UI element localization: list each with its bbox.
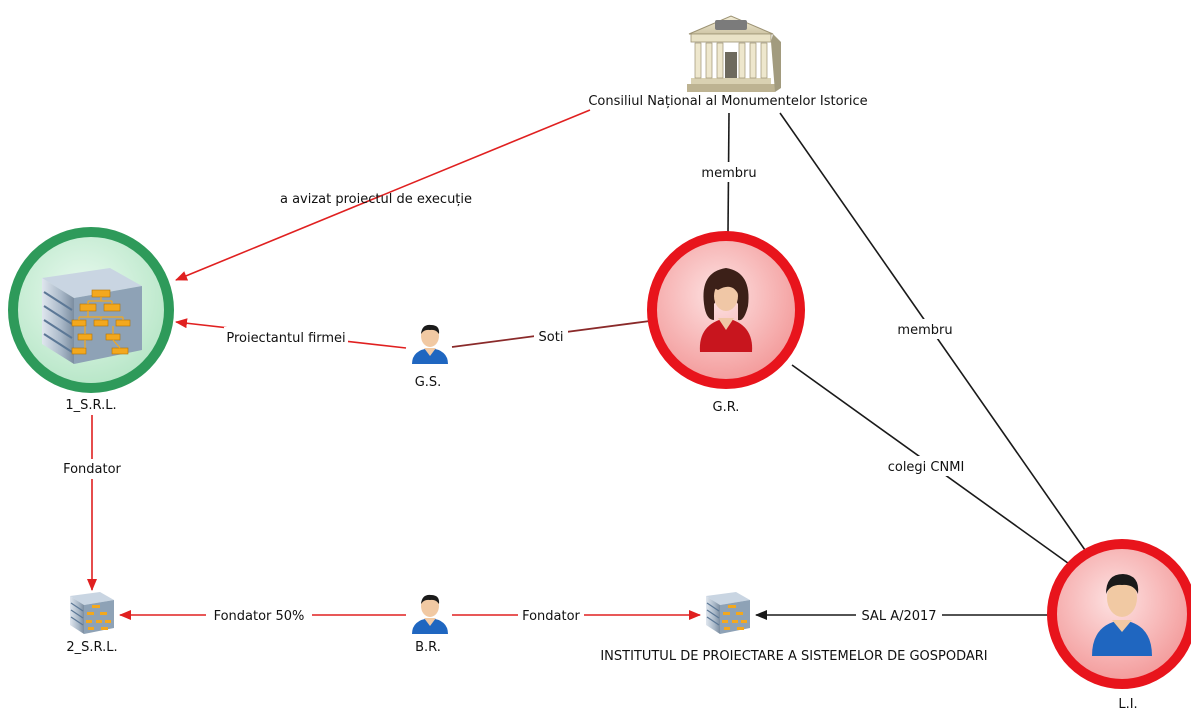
edge-label-membru-li: membru	[897, 323, 952, 338]
edge-label-fondator-1-2: Fondator	[63, 462, 121, 477]
node-label-firm2: 2_S.R.L.	[66, 640, 117, 655]
node-gr[interactable]: G.R.	[647, 231, 805, 415]
node-br[interactable]: B.R.	[412, 594, 448, 655]
edge-label-sal: SAL A/2017	[861, 609, 936, 624]
node-cnmi[interactable]: Consiliul Național al Monumentelor Istor…	[588, 15, 868, 109]
node-gs[interactable]: G.S.	[412, 324, 448, 390]
node-label-institute: INSTITUTUL DE PROIECTARE A SISTEMELOR DE…	[600, 649, 987, 664]
edge-label-fondator-br: Fondator	[522, 609, 580, 624]
edge-avizat	[175, 109, 591, 281]
edges	[87, 109, 1086, 620]
node-label-li: L.I.	[1118, 697, 1137, 712]
node-firm1[interactable]: 1_S.R.L.	[8, 227, 174, 413]
node-label-cnmi: Consiliul Național al Monumentelor Istor…	[588, 94, 867, 109]
company-building-icon	[70, 592, 114, 634]
node-label-firm1: 1_S.R.L.	[65, 398, 116, 413]
node-label-gr: G.R.	[713, 400, 740, 415]
edge-label-membru-gr: membru	[701, 166, 756, 181]
person-male-icon	[412, 594, 448, 634]
person-female-icon	[699, 268, 753, 352]
person-male-icon	[1092, 574, 1152, 656]
edge-label-soti: Soti	[539, 330, 564, 345]
person-male-icon	[412, 324, 448, 364]
company-building-icon	[42, 268, 142, 364]
edge-label-fondator50: Fondator 50%	[214, 609, 305, 624]
edge-labels: a avizat proiectul de execuție membru me…	[58, 162, 966, 625]
node-label-br: B.R.	[415, 640, 441, 655]
edge-label-avizat: a avizat proiectul de execuție	[280, 192, 472, 207]
node-institute[interactable]: INSTITUTUL DE PROIECTARE A SISTEMELOR DE…	[600, 592, 988, 664]
node-label-gs: G.S.	[415, 375, 442, 390]
edge-label-colegi: colegi CNMI	[888, 460, 965, 475]
node-li[interactable]: L.I.	[1047, 539, 1191, 712]
edge-label-proiectant: Proiectantul firmei	[226, 331, 345, 346]
company-building-icon	[706, 592, 750, 634]
node-firm2[interactable]: 2_S.R.L.	[66, 592, 118, 655]
monument-building-icon	[687, 15, 781, 92]
